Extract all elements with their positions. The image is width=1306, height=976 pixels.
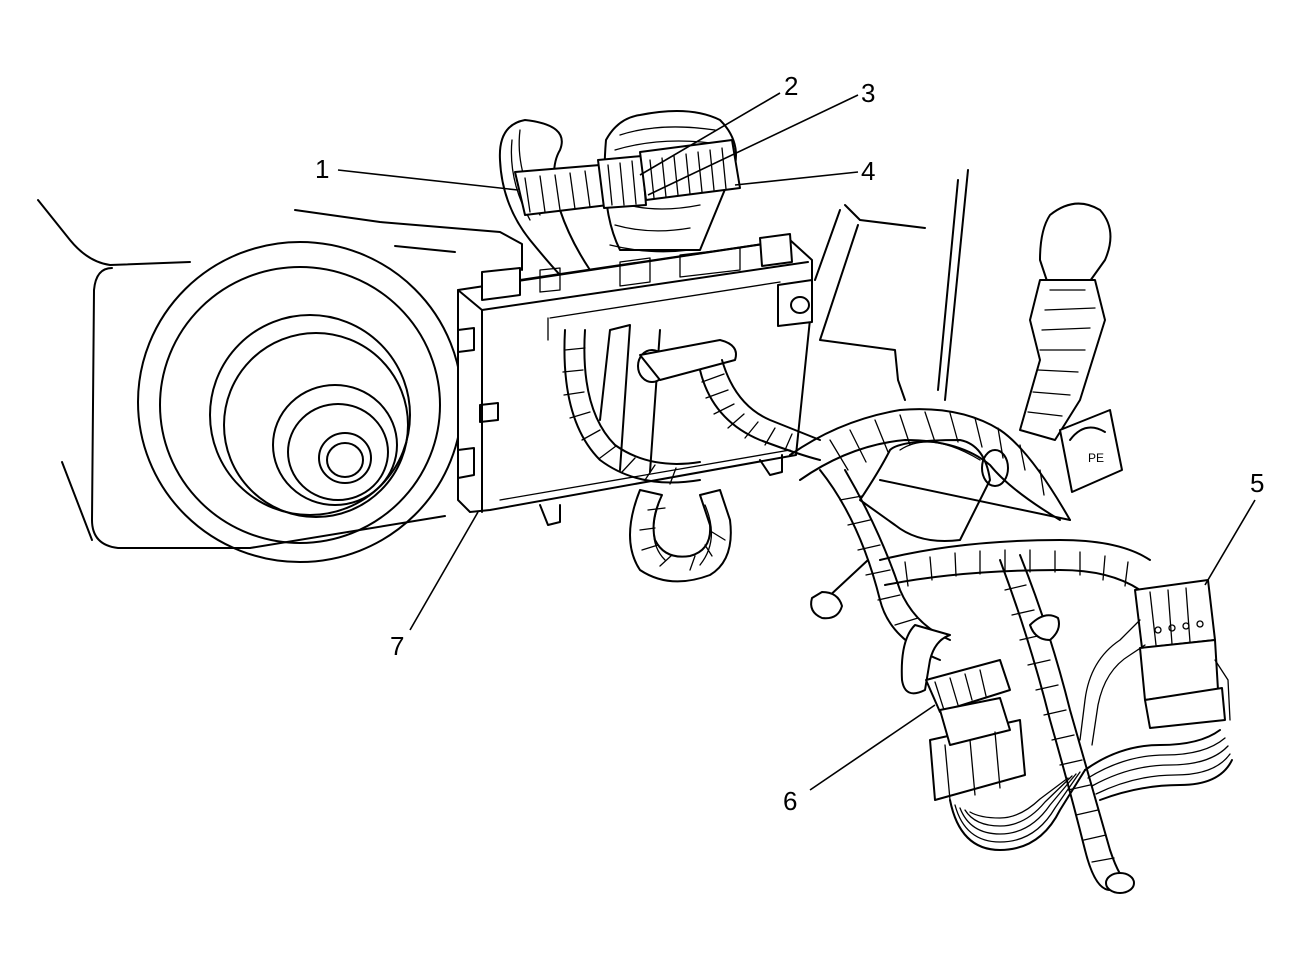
callout-1: 1: [315, 154, 329, 184]
connector-group-top: [514, 139, 741, 216]
dash-panel: [37, 199, 523, 549]
connector-mark: PE: [1088, 451, 1104, 465]
right-upper-harness: PE: [1019, 202, 1123, 493]
leader-1: [337, 169, 519, 191]
leader-5: [1204, 499, 1256, 586]
leader-7: [409, 511, 479, 631]
callout-5: 5: [1250, 468, 1264, 498]
lower-loop: [629, 489, 732, 583]
leader-3: [647, 94, 859, 196]
connector-5: [1134, 579, 1231, 729]
callout-2: 2: [784, 71, 798, 101]
callout-labels: 1 2 3 4 5 6 7: [315, 71, 1264, 816]
right-panel: [814, 169, 969, 401]
connector-6: [900, 624, 1026, 801]
callout-7: 7: [390, 631, 404, 661]
leader-6: [809, 704, 936, 791]
main-harness: [789, 408, 1151, 894]
callout-4: 4: [861, 156, 875, 186]
leader-lines: [337, 92, 1256, 791]
callout-3: 3: [861, 78, 875, 108]
steering-column: [137, 241, 463, 563]
lower-wire-bundles: [949, 614, 1233, 851]
leader-4: [734, 171, 859, 186]
leader-2: [639, 92, 781, 176]
harness-on-module: [562, 329, 821, 485]
control-module: [457, 233, 813, 526]
callout-6: 6: [783, 786, 797, 816]
